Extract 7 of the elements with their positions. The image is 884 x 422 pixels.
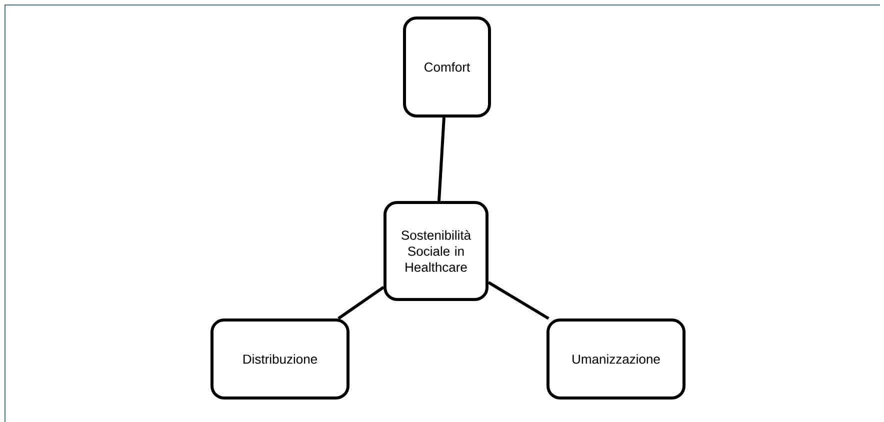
text-box: Comfort — [403, 16, 491, 118]
text-box: Sostenibilità Sociale in Healthcare — [384, 201, 488, 301]
connector-line — [488, 281, 550, 320]
connector-line — [338, 286, 384, 320]
connector-line — [437, 117, 446, 202]
text-box: Distribuzione — [210, 318, 350, 400]
text-box: Umanizzazione — [546, 318, 686, 400]
